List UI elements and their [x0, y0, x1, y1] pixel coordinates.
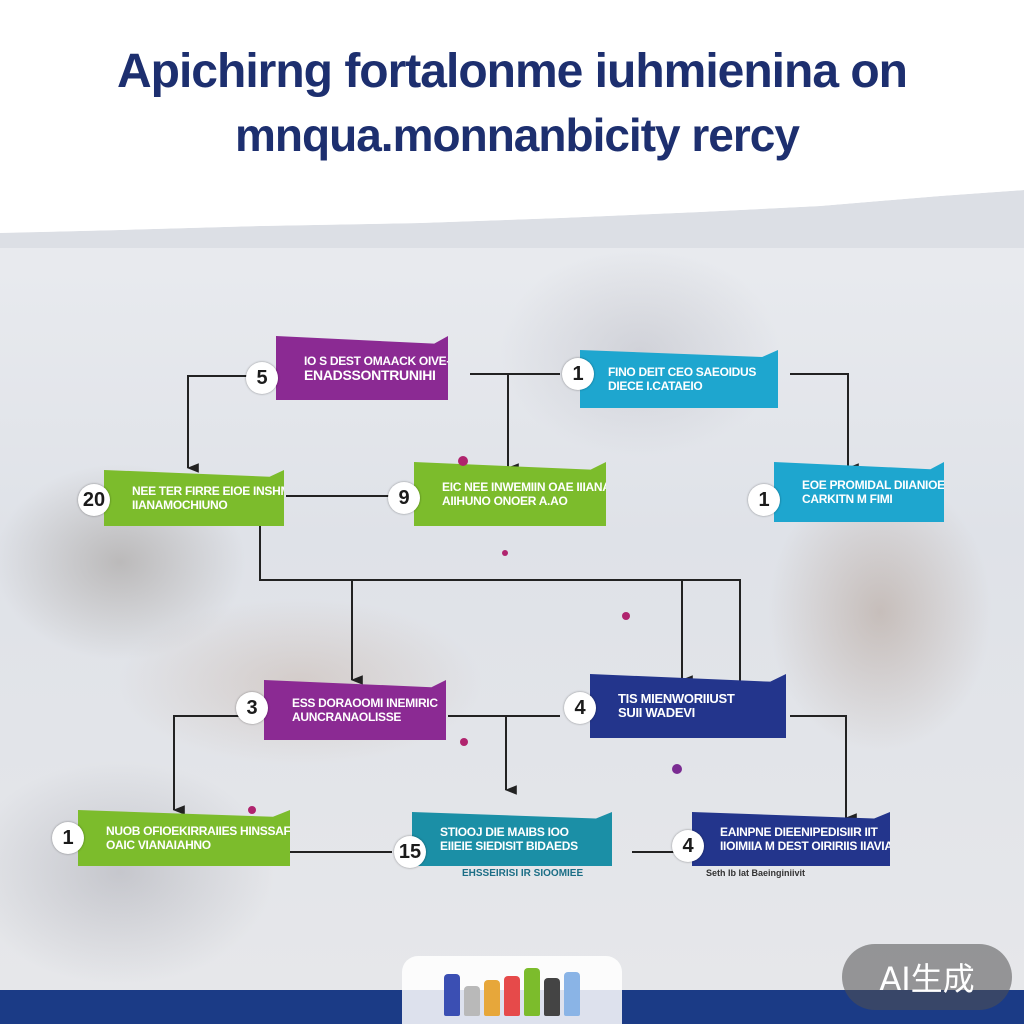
step-4b-line-2: IIOIMIIA M DEST OIRIRIIS IIAVIAT: [720, 839, 890, 853]
bottle-icon: [484, 980, 500, 1016]
step-20-line-2: IIANAMOCHIUNO: [132, 498, 228, 512]
bottle-icon: [524, 968, 540, 1016]
step-3-line-2: AUNCRANAOLISSE: [292, 710, 402, 724]
step-15-line-2: EIIEIE SIEDISIT BIDAEDS: [440, 839, 578, 853]
step-3-line-1: ESS DORAOOMI INEMIRIC: [292, 696, 438, 710]
page-title: Apichirng fortalonme iuhmienina on mnqua…: [0, 40, 1024, 166]
step-box-1b: EOE PROMIDAL DIIANIOEE IERE CARKITN M FI…: [774, 462, 944, 522]
decor-dot: [248, 806, 256, 814]
decor-dot: [502, 550, 508, 556]
step-1-number: 1: [562, 358, 594, 390]
step-4b-caption: Seth Ib lat Baeinginiivit: [706, 868, 806, 878]
step-5-line-2: ENADSSONTRUNIHI: [304, 367, 436, 383]
decor-dot: [672, 764, 682, 774]
bottle-icon: [544, 978, 560, 1016]
step-box-1: FINO DEIT CEO SAEOIDUS DIECE I.CATAEIO: [580, 350, 778, 408]
step-1-line-1: FINO DEIT CEO SAEOIDUS: [608, 365, 757, 379]
step-box-15: STIOOJ DIE MAIBS IOO EIIEIE SIEDISIT BID…: [412, 812, 612, 866]
bottle-icon: [444, 974, 460, 1016]
step-4-line-1: TIS MIENWORIIUST: [618, 691, 735, 706]
decor-dot: [460, 738, 468, 746]
title-line-2: mnqua.monnanbicity rercy: [235, 109, 800, 161]
step-1b-number: 1: [748, 484, 780, 516]
step-15-number: 15: [394, 836, 426, 868]
step-5-line-1: IO S DEST OMAACK OIVE- IEIE: [304, 354, 448, 368]
decor-dot: [622, 612, 630, 620]
step-1b-line-2: CARKITN M FIMI: [802, 492, 893, 506]
step-15-caption: EHSSEIRISI IR SIOOMIEE: [462, 868, 584, 879]
step-4-line-2: SUII WADEVI: [618, 705, 695, 720]
step-3-number: 3: [236, 692, 268, 724]
step-4b-line-1: EAINPNE DIEENIPEDISIIR IIT: [720, 825, 878, 839]
step-12-number: 1: [52, 822, 84, 854]
step-4b-number: 4: [672, 830, 704, 862]
decor-dot: [458, 456, 468, 466]
step-12-line-2: OAIC VIANAIAHNO: [106, 838, 211, 852]
step-20-number: 20: [78, 484, 110, 516]
bottle-icon: [504, 976, 520, 1016]
step-box-9: EIC NEE INWEMIIN OAE IIIANAI AIIHUNO ONO…: [414, 462, 606, 526]
bottle-icon: [564, 972, 580, 1016]
ai-generated-badge: AI生成: [842, 944, 1012, 1010]
step-9-number: 9: [388, 482, 420, 514]
title-line-1: Apichirng fortalonme iuhmienina on: [116, 45, 908, 98]
step-box-12: NUOB OFIOEKIRRAIIES HINSSAFEIS OAIC VIAN…: [78, 810, 290, 866]
step-20-line-1: NEE TER FIRRE EIOE INSHMNE: [132, 484, 284, 498]
step-4-number: 4: [564, 692, 596, 724]
step-15-line-1: STIOOJ DIE MAIBS IOO: [440, 825, 569, 839]
torn-paper-edge: [0, 178, 1024, 248]
product-logo-strip: [402, 956, 622, 1024]
step-box-3: ESS DORAOOMI INEMIRIC AUNCRANAOLISSE: [264, 680, 446, 740]
step-box-4: TIS MIENWORIIUST SUII WADEVI: [590, 674, 786, 738]
step-1-line-2: DIECE I.CATAEIO: [608, 379, 703, 393]
step-12-line-1: NUOB OFIOEKIRRAIIES HINSSAFEIS: [106, 824, 290, 838]
step-box-20: NEE TER FIRRE EIOE INSHMNE IIANAMOCHIUNO: [104, 470, 284, 526]
step-9-line-2: AIIHUNO ONOER A.AO: [442, 494, 568, 508]
step-1b-line-1: EOE PROMIDAL DIIANIOEE IERE: [802, 478, 944, 492]
step-box-4b: EAINPNE DIEENIPEDISIIR IIT IIOIMIIA M DE…: [692, 812, 890, 866]
step-9-line-1: EIC NEE INWEMIIN OAE IIIANAI: [442, 480, 606, 494]
bottle-icon: [464, 986, 480, 1016]
step-5-number: 5: [246, 362, 278, 394]
step-box-5: IO S DEST OMAACK OIVE- IEIE ENADSSONTRUN…: [276, 336, 448, 400]
